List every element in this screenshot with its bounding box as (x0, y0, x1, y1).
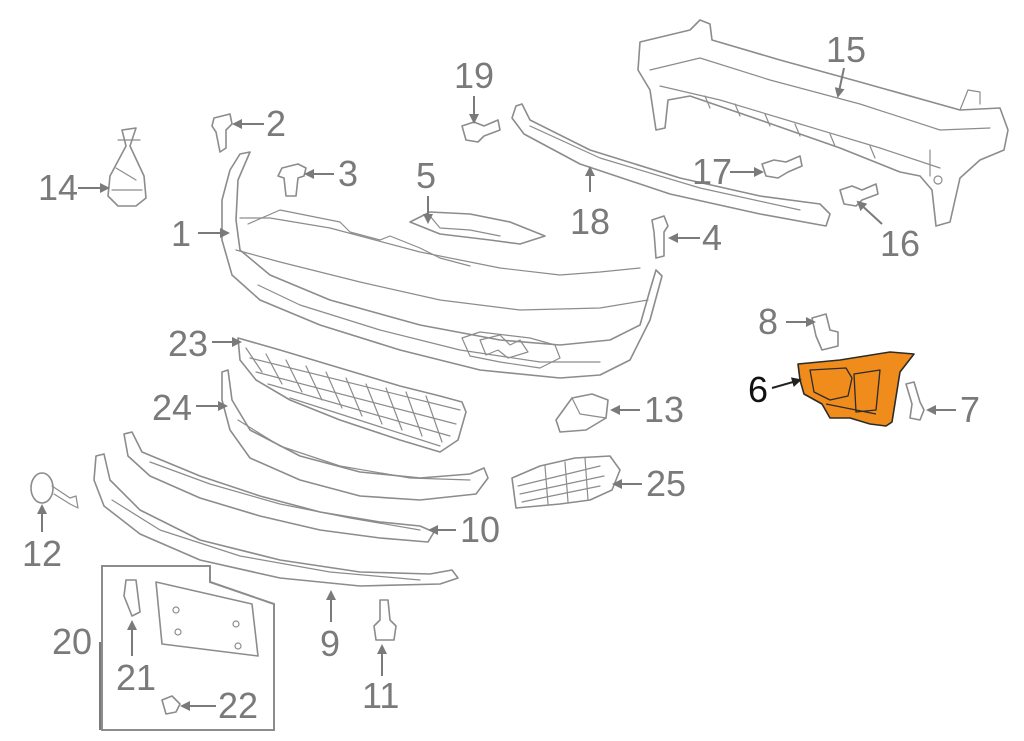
part-15-reinforcement-beam (637, 19, 1009, 227)
part-24-trim-strip (221, 369, 489, 501)
part-13-cover-cap (555, 393, 609, 433)
callout-19: 19 (454, 55, 494, 96)
part-8-clip (811, 313, 839, 351)
callout-22: 22 (218, 685, 258, 726)
callout-5: 5 (416, 155, 436, 196)
callout-21: 21 (116, 657, 156, 698)
callout-20: 20 (52, 621, 92, 662)
callout-2: 2 (266, 103, 286, 144)
part-9-spoiler (93, 453, 459, 587)
part-25-fog-grille (511, 455, 621, 509)
part-4-bolt (651, 215, 669, 259)
callout-25: 25 (646, 463, 686, 504)
callout-18: 18 (570, 201, 610, 242)
callout-23: 23 (168, 323, 208, 364)
callout-11: 11 (362, 675, 399, 716)
callout-lines (37, 67, 956, 730)
callout-13: 13 (644, 389, 684, 430)
part-23-lower-grille (237, 337, 467, 453)
part-17-bolt (761, 155, 803, 179)
callout-9: 9 (320, 623, 340, 664)
part-6-highlighted-bracket (797, 351, 915, 427)
callout-7: 7 (960, 389, 980, 430)
callout-14: 14 (38, 167, 78, 208)
part-14-bag (107, 127, 147, 207)
callout-16: 16 (880, 223, 920, 264)
callout-17: 17 (692, 151, 732, 192)
part-7-bolt (905, 381, 925, 421)
callout-6-highlighted: 6 (748, 369, 768, 410)
callout-8: 8 (758, 301, 778, 342)
part-19-bolt (461, 119, 501, 143)
callout-1: 1 (171, 213, 191, 254)
part-16-bolt (839, 183, 879, 207)
part-12-tow-cap (30, 472, 79, 509)
callout-3: 3 (338, 153, 358, 194)
callout-4: 4 (702, 217, 722, 258)
part-2-clip (211, 113, 233, 153)
part-5-bracket (409, 211, 546, 245)
callout-labels: 1 2 3 4 5 6 7 8 9 10 11 12 13 14 15 16 1… (22, 29, 980, 726)
part-18-support-bar (511, 103, 831, 227)
callout-15: 15 (826, 29, 866, 70)
callout-24: 24 (152, 387, 192, 428)
part-1-bumper-cover (221, 151, 663, 379)
part-3-nut (277, 163, 307, 197)
callout-12: 12 (22, 533, 62, 574)
callout-10: 10 (460, 509, 500, 550)
license-plate-group (101, 565, 275, 731)
part-11-bolt (373, 599, 397, 641)
